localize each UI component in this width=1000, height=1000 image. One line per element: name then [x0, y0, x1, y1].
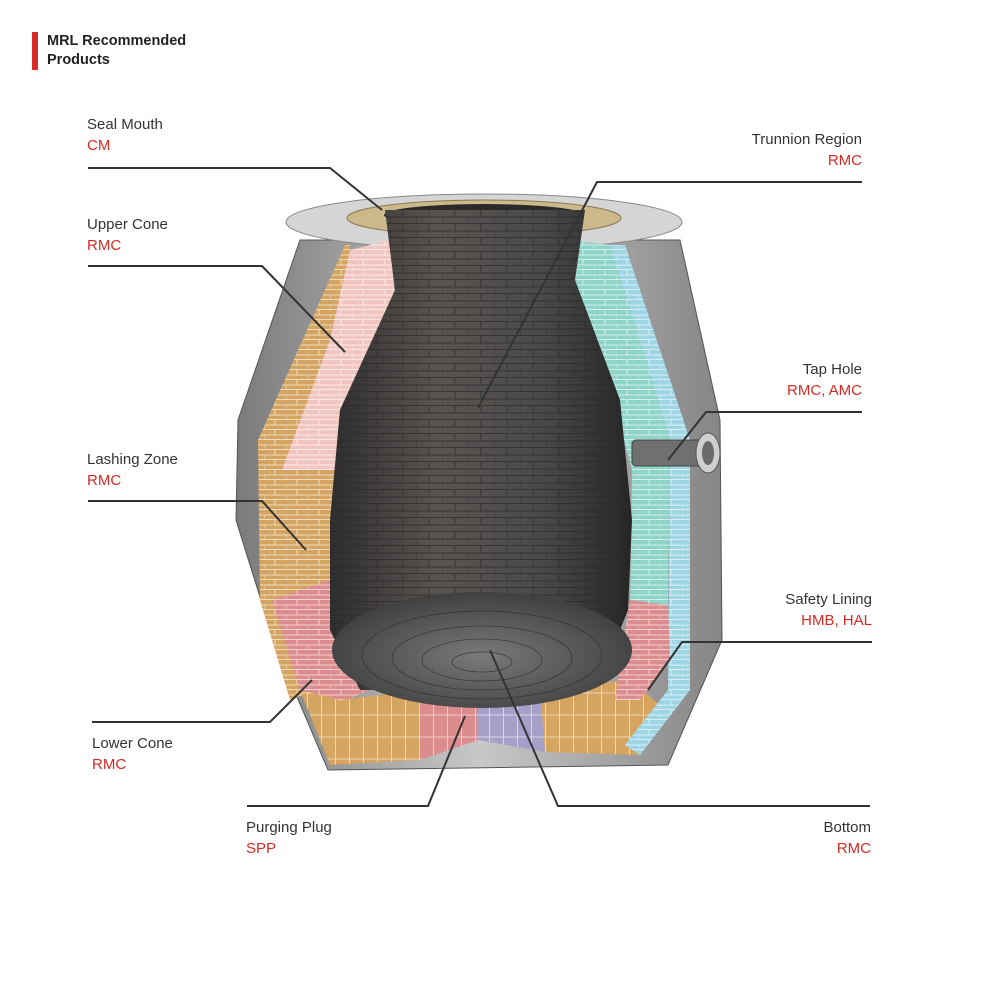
label-purging-plug: Purging Plug SPP — [246, 819, 332, 857]
label-lashing-zone: Lashing Zone RMC — [87, 451, 178, 489]
page-header: MRL Recommended Products — [32, 32, 217, 70]
leader-safety-lining — [647, 641, 872, 691]
leader-tap-hole — [667, 411, 862, 461]
label-lower-cone: Lower Cone RMC — [92, 735, 173, 773]
leader-trunnion — [477, 181, 862, 409]
leader-seal-mouth — [88, 167, 383, 211]
label-seal-mouth: Seal Mouth CM — [87, 116, 163, 154]
label-bottom: Bottom RMC — [823, 819, 871, 857]
leader-lashing-zone — [88, 500, 307, 551]
label-tap-hole: Tap Hole RMC, AMC — [787, 361, 862, 399]
label-upper-cone: Upper Cone RMC — [87, 216, 168, 254]
label-safety-lining: Safety Lining HMB, HAL — [785, 591, 872, 629]
leader-bottom — [489, 649, 870, 807]
label-trunnion-region: Trunnion Region RMC — [751, 131, 862, 169]
vessel-floor — [332, 592, 632, 708]
header-title: MRL Recommended Products — [47, 33, 187, 68]
leader-purging-plug — [247, 715, 466, 807]
leader-lower-cone — [92, 679, 313, 723]
leader-upper-cone — [88, 265, 346, 353]
